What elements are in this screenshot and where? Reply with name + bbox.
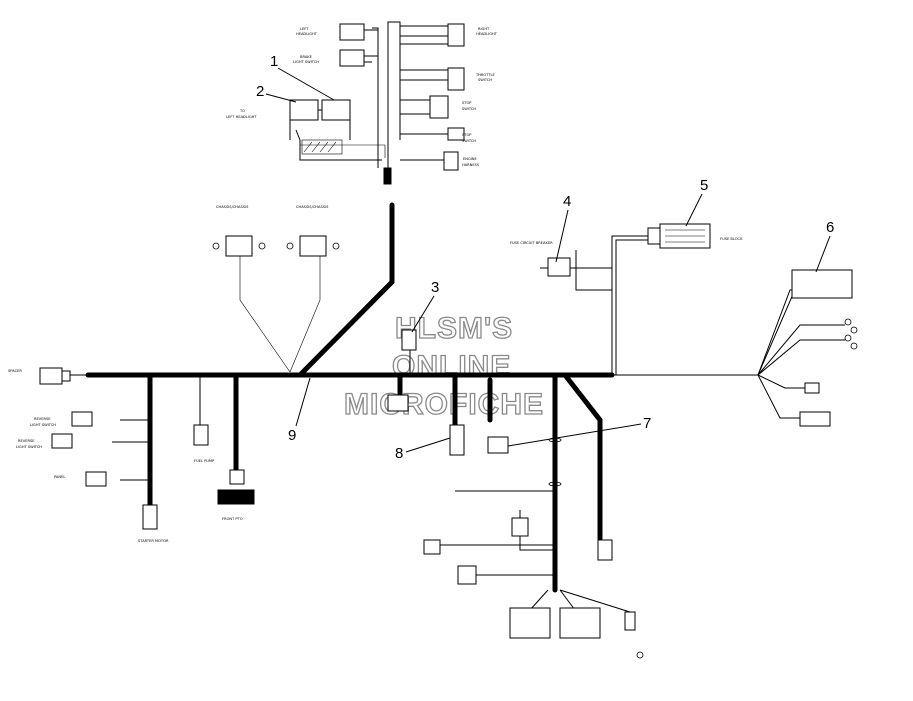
svg-text:CHASSIS/CHASSIS: CHASSIS/CHASSIS: [296, 205, 329, 209]
svg-text:REVERSE: REVERSE: [18, 439, 35, 443]
callout-6: 6: [815, 219, 834, 273]
watermark-line-3: MICROFICHE: [344, 388, 544, 421]
callout-4-label: 4: [563, 193, 571, 210]
svg-text:ENGINE: ENGINE: [463, 157, 477, 161]
seat-switch: [487, 436, 509, 454]
callout-9-label: 9: [288, 427, 296, 444]
right-branch: FUSE CIRCUIT BREAKER FUSE BLOCK: [510, 223, 858, 427]
callout-3-label: 3: [431, 279, 439, 296]
svg-text:LEFT: LEFT: [300, 27, 309, 31]
callout-1-label: 1: [270, 53, 278, 70]
callout-8-label: 8: [395, 445, 403, 462]
callout-1: 1: [270, 53, 335, 101]
tower-switch: [449, 424, 465, 456]
callout-5-label: 5: [700, 177, 708, 194]
svg-text:LEFT HEADLIGHT: LEFT HEADLIGHT: [226, 115, 257, 119]
callout-5: 5: [685, 177, 708, 227]
svg-text:LIGHT SWITCH: LIGHT SWITCH: [293, 60, 319, 64]
svg-text:STOP: STOP: [462, 101, 472, 105]
svg-text:RIGHT: RIGHT: [478, 27, 490, 31]
svg-text:CHASSIS/CHASSIS: CHASSIS/CHASSIS: [216, 205, 249, 209]
relay-connector-1: [321, 99, 351, 121]
svg-text:LIGHT SWITCH: LIGHT SWITCH: [16, 445, 42, 449]
svg-text:TO: TO: [239, 109, 245, 113]
svg-text:HEADLIGHT: HEADLIGHT: [476, 32, 498, 36]
circuit-breaker: [547, 257, 571, 277]
svg-text:SPACER: SPACER: [8, 369, 22, 373]
callout-7: 7: [507, 415, 651, 447]
callout-8: 8: [395, 437, 451, 462]
svg-text:REVERSE: REVERSE: [34, 417, 51, 421]
svg-text:THROTTLE: THROTTLE: [475, 73, 496, 77]
callout-2-label: 2: [256, 83, 264, 100]
svg-text:FUSE CIRCUIT BREAKER: FUSE CIRCUIT BREAKER: [510, 241, 553, 245]
svg-text:FUEL PUMP: FUEL PUMP: [194, 459, 215, 463]
svg-text:SWITCH: SWITCH: [462, 107, 476, 111]
svg-text:FRONT PTO: FRONT PTO: [222, 517, 243, 521]
svg-text:PANEL: PANEL: [54, 475, 65, 479]
svg-text:HARNESS: HARNESS: [462, 163, 480, 167]
svg-text:LIGHT SWITCH: LIGHT SWITCH: [30, 423, 56, 427]
chassis-connector-c: [509, 607, 551, 639]
svg-text:SWITCH: SWITCH: [462, 139, 476, 143]
watermark: HLSM'S ONLINE MICROFICHE: [343, 311, 544, 421]
callout-9: 9: [288, 377, 311, 444]
callout-4: 4: [555, 193, 571, 263]
svg-text:HEADLIGHT: HEADLIGHT: [296, 32, 318, 36]
callout-6-label: 6: [826, 219, 834, 236]
relay-3: [401, 329, 417, 351]
callout-7-label: 7: [643, 415, 651, 432]
main-harness: [39, 202, 758, 385]
callout-3: 3: [411, 279, 439, 333]
middle-branches: [387, 329, 644, 659]
chassis-connector-b: [299, 235, 327, 257]
left-end-connector: [39, 367, 63, 385]
chassis-connector-blocks: CHASSIS/CHASSIS CHASSIS/CHASSIS: [212, 205, 340, 373]
relay-connector-2: [289, 99, 319, 121]
svg-text:STARTER MOTOR: STARTER MOTOR: [138, 539, 169, 543]
svg-text:BRAKE: BRAKE: [300, 55, 313, 59]
battery-connector: [791, 269, 853, 299]
chassis-connector-d: [559, 607, 601, 639]
svg-text:FUSE BLOCK: FUSE BLOCK: [720, 237, 743, 241]
svg-text:STOP: STOP: [462, 133, 472, 137]
chassis-connector-a: [225, 235, 253, 257]
svg-text:SWITCH: SWITCH: [478, 78, 492, 82]
callout-2: 2: [256, 83, 297, 103]
